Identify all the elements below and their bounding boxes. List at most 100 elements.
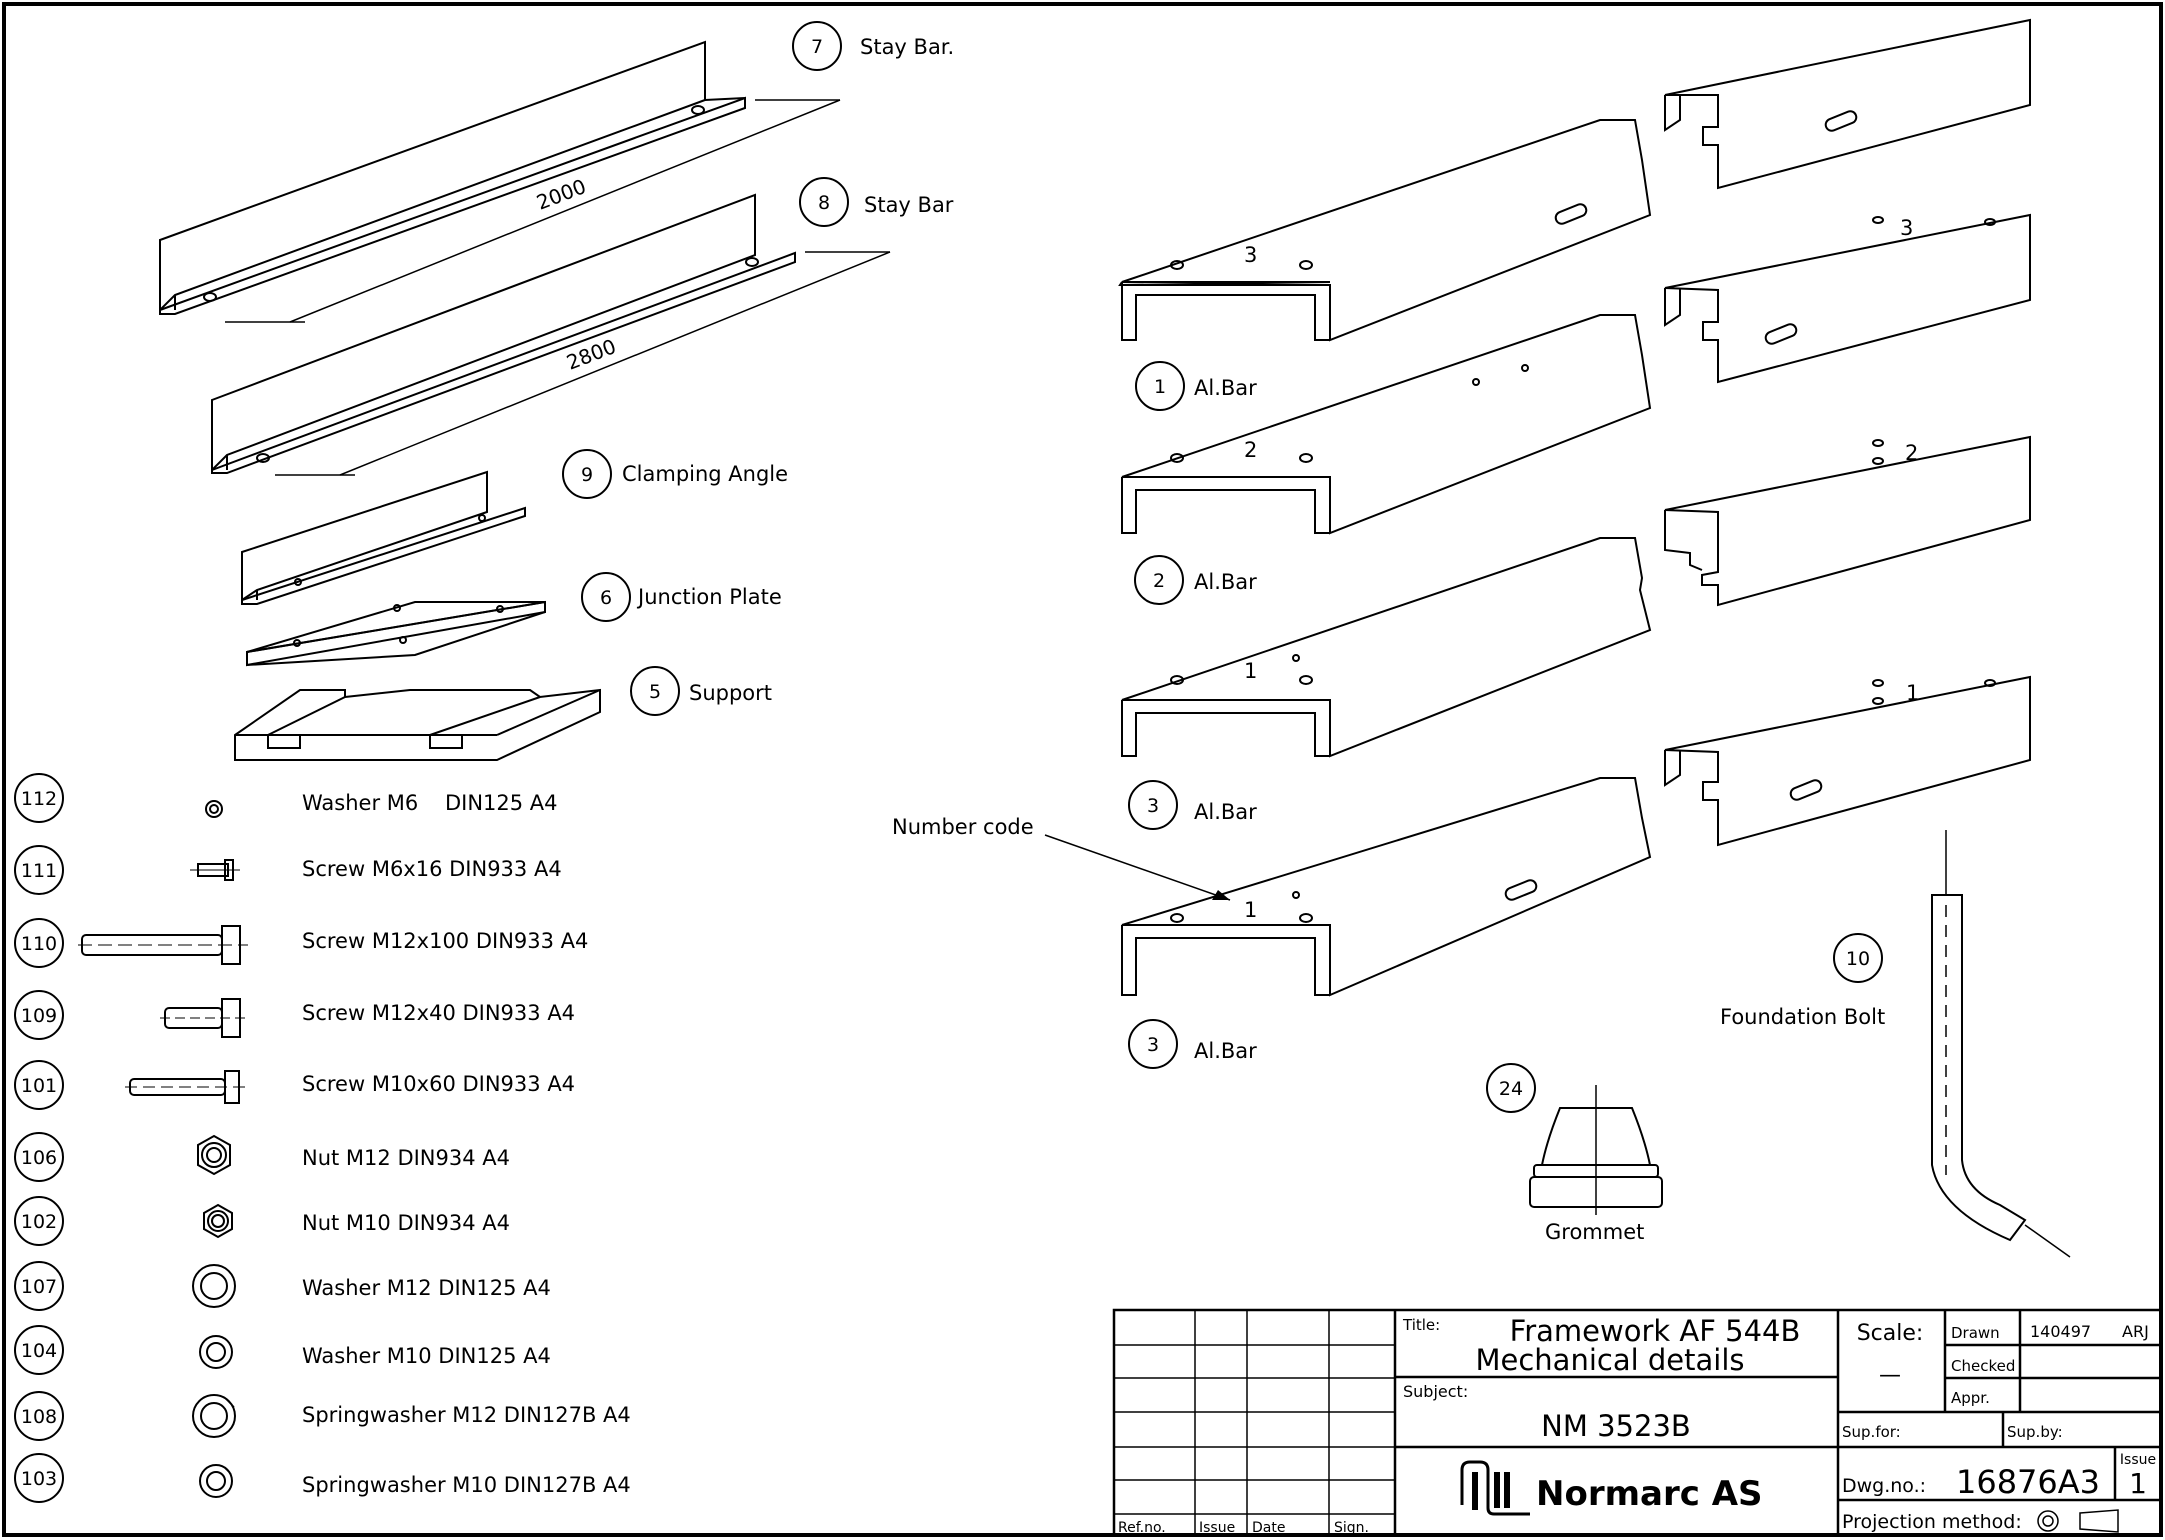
- hardware-row: 111 Screw M6x16 DIN933 A4: [14, 845, 562, 895]
- hardware-description: Washer M6 DIN125 A4: [302, 791, 558, 815]
- springwasher-m12-icon: [192, 1394, 236, 1438]
- scale-label: Scale:: [1857, 1321, 1924, 1346]
- hardware-number: 106: [21, 1147, 57, 1169]
- part-number: 9: [581, 464, 593, 486]
- projection-method-icon: [2037, 1509, 2119, 1533]
- rev-header-sign: Sign.: [1334, 1520, 1369, 1536]
- al-bar-right-2-drawing: [1664, 213, 2031, 384]
- part-callout-24: 24 Grommet: [1486, 1063, 1644, 1244]
- title-line-2: Mechanical details: [1475, 1343, 1744, 1377]
- part-number: 7: [811, 36, 823, 58]
- screw-m10x60-icon: [125, 1070, 245, 1104]
- part-label: Stay Bar.: [860, 35, 954, 59]
- hardware-icons: [78, 800, 248, 1498]
- rev-header-date: Date: [1252, 1520, 1285, 1536]
- part-label: Stay Bar: [864, 193, 954, 217]
- hardware-number: 104: [21, 1340, 57, 1362]
- hardware-row: 103 Springwasher M10 DIN127B A4: [14, 1453, 631, 1503]
- subject-value: NM 3523B: [1541, 1409, 1691, 1443]
- issue-number: 1: [2129, 1467, 2147, 1500]
- part-callout-5: 5 Support: [630, 666, 772, 716]
- bar-code: 2: [1905, 441, 1918, 465]
- washer-m6-icon: [205, 800, 223, 818]
- drawn-by: ARJ: [2122, 1322, 2149, 1341]
- number-code-leader: [1044, 834, 1231, 901]
- bar-code: 1: [1906, 681, 1919, 705]
- bar-code: 2: [1244, 438, 1257, 462]
- hardware-row: 106 Nut M12 DIN934 A4: [14, 1132, 510, 1182]
- hardware-number: 109: [21, 1005, 57, 1027]
- al-bar-3b-drawing: [1121, 777, 1652, 997]
- part-label: Foundation Bolt: [1720, 1005, 1885, 1029]
- part-number: 1: [1154, 376, 1166, 398]
- screw-m12x100-icon: [78, 925, 248, 965]
- bar-code: 3: [1900, 216, 1913, 240]
- drawn-label: Drawn: [1951, 1324, 2000, 1342]
- hardware-number: 102: [21, 1211, 57, 1233]
- part-number: 24: [1499, 1078, 1523, 1100]
- drawing-number-label: Dwg.no.:: [1842, 1475, 1926, 1497]
- hardware-description: Springwasher M12 DIN127B A4: [302, 1403, 631, 1427]
- projection-method-label: Projection method:: [1842, 1511, 2022, 1533]
- hardware-description: Washer M10 DIN125 A4: [302, 1344, 551, 1368]
- hardware-description: Springwasher M10 DIN127B A4: [302, 1473, 631, 1497]
- nut-m10-icon: [203, 1203, 233, 1239]
- part-label: Al.Bar: [1194, 570, 1257, 594]
- hardware-list: 112 Washer M6 DIN125 A4 111 Screw M6x16 DI…: [14, 773, 631, 1503]
- part-label: Junction Plate: [636, 585, 782, 609]
- hardware-description: Screw M6x16 DIN933 A4: [302, 857, 562, 881]
- part-label: Support: [689, 681, 772, 705]
- hardware-description: Washer M12 DIN125 A4: [302, 1276, 551, 1300]
- hardware-number: 110: [21, 933, 57, 955]
- hardware-row: 112 Washer M6 DIN125 A4: [14, 773, 558, 823]
- bar-code: 3: [1244, 243, 1257, 267]
- al-bar-1-drawing: [1118, 119, 1652, 342]
- scale-value: —: [1879, 1363, 1901, 1388]
- hardware-description: Nut M10 DIN934 A4: [302, 1211, 510, 1235]
- bar-code: 1: [1244, 898, 1257, 922]
- part-label: Al.Bar: [1194, 1039, 1257, 1063]
- part-callout-10: 10 Foundation Bolt: [1720, 933, 1885, 1029]
- part-number: 5: [649, 681, 661, 703]
- part-number: 8: [818, 192, 830, 214]
- hardware-description: Nut M12 DIN934 A4: [302, 1146, 510, 1170]
- screw-m6x16-icon: [190, 859, 240, 881]
- part-callout-1: 1 Al.Bar: [1135, 361, 1257, 411]
- hardware-number: 103: [21, 1468, 57, 1490]
- sup-by-label: Sup.by:: [2007, 1423, 2063, 1441]
- title-block: Ref.no. Issue Date Sign. Title: Framewor…: [1118, 1314, 2156, 1536]
- hardware-number: 112: [21, 788, 57, 810]
- drawing-number: 16876A3: [1956, 1463, 2100, 1501]
- hardware-number: 111: [21, 860, 57, 882]
- part-callout-6: 6 Junction Plate: [581, 572, 782, 622]
- foundation-bolt-drawing: [1931, 830, 2071, 1258]
- part-number: 6: [600, 587, 612, 609]
- part-callout-7: 7 Stay Bar.: [792, 21, 954, 71]
- part-number: 3: [1147, 1034, 1159, 1056]
- company-name: Normarc AS: [1536, 1474, 1763, 1514]
- part-label: Al.Bar: [1194, 376, 1257, 400]
- springwasher-m10-icon: [199, 1464, 233, 1498]
- approved-label: Appr.: [1951, 1389, 1990, 1407]
- al-bar-3a-drawing: [1121, 537, 1652, 758]
- hardware-number: 107: [21, 1276, 57, 1298]
- sup-for-label: Sup.for:: [1842, 1423, 1901, 1441]
- bar-code: 1: [1244, 659, 1257, 683]
- clamping-angle-drawing: [241, 470, 526, 605]
- rev-header-issue: Issue: [1199, 1520, 1235, 1536]
- washer-m10-icon: [199, 1335, 233, 1369]
- part-label: Al.Bar: [1194, 800, 1257, 824]
- issue-label: Issue: [2120, 1452, 2156, 1468]
- hardware-number: 101: [21, 1075, 57, 1097]
- hardware-row: 102 Nut M10 DIN934 A4: [14, 1196, 510, 1246]
- title-line-1: Framework AF 544B: [1510, 1314, 1801, 1348]
- part-label: Grommet: [1545, 1220, 1644, 1244]
- al-bar-right-3-drawing: [1664, 435, 2031, 607]
- part-label: Clamping Angle: [622, 462, 788, 486]
- part-callout-2: 2 Al.Bar: [1134, 555, 1257, 605]
- washer-m12-icon: [192, 1264, 236, 1308]
